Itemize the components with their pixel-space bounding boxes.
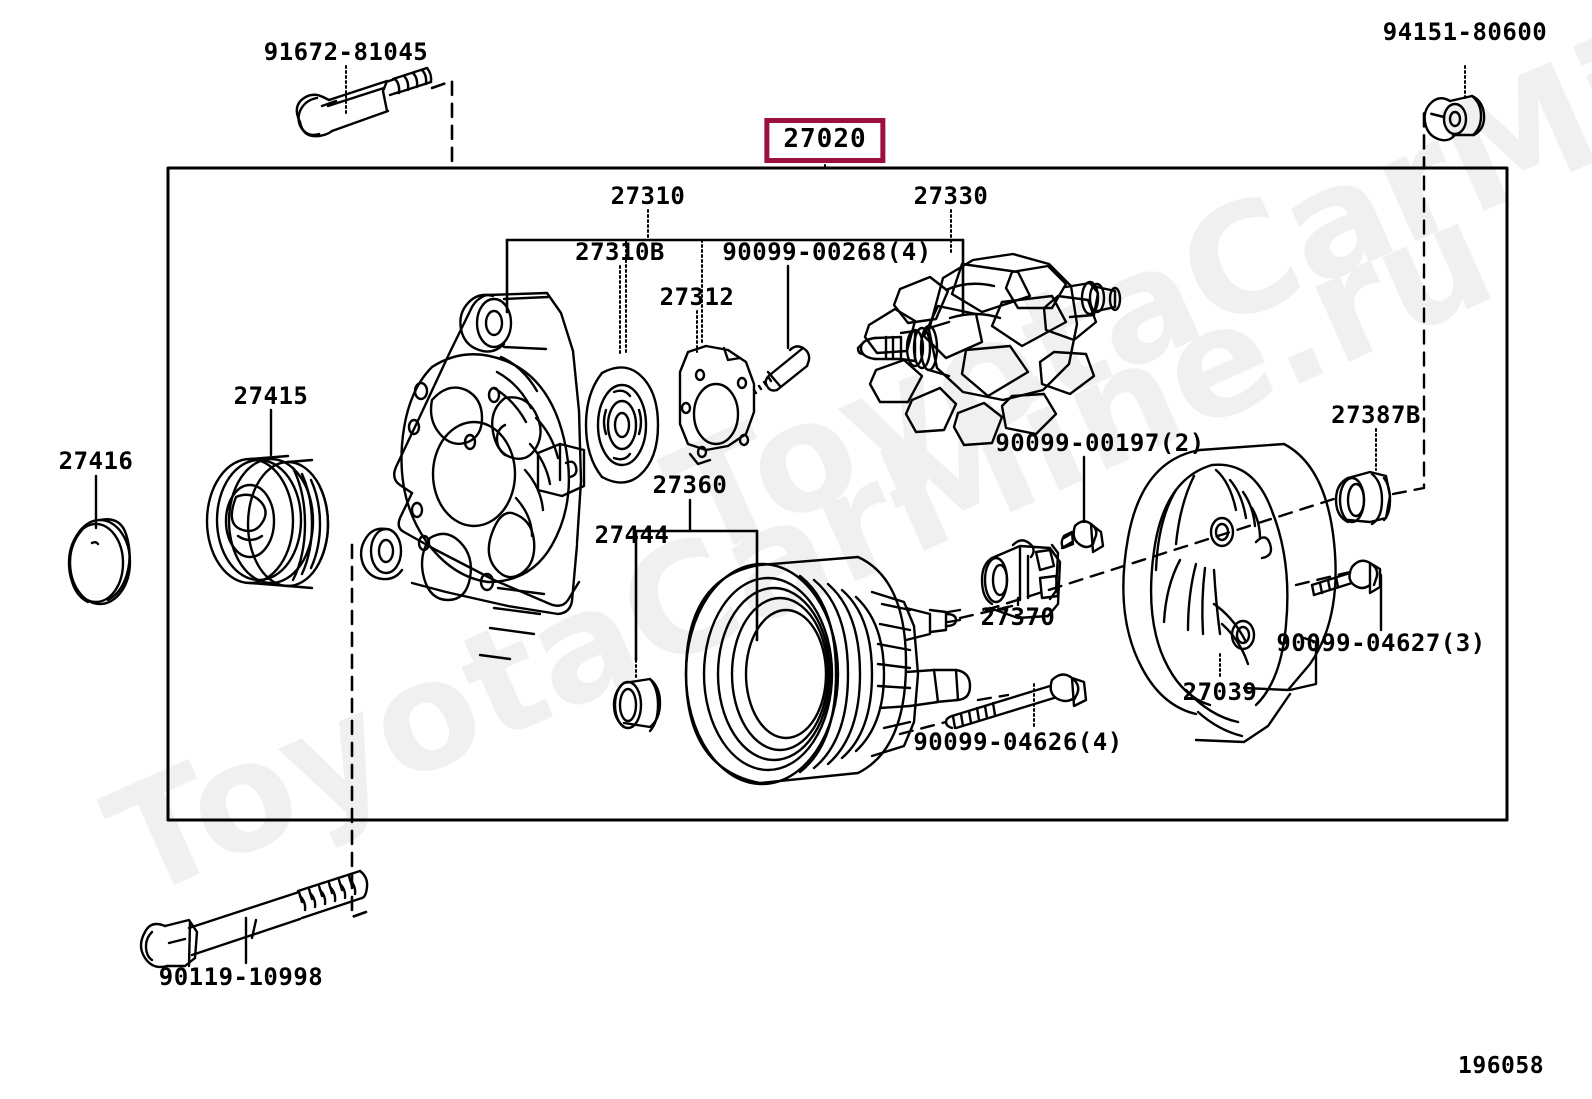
part-art-90099-04627-bolt: [1310, 559, 1383, 632]
part-label-90099-00268[interactable]: 90099-00268(4): [722, 238, 932, 266]
part-label-27370[interactable]: 27370: [980, 603, 1056, 631]
part-art-90119-10998-bolt: [139, 869, 369, 969]
part-art-27330-rotor: [856, 209, 1122, 447]
part-label-27310[interactable]: 27310: [610, 182, 686, 210]
part-art-27039-cover: [1122, 442, 1337, 744]
part-label-94151-80600[interactable]: 94151-80600: [1382, 18, 1548, 46]
dashed-route-04626: [898, 720, 948, 736]
dashed-route-90119: [350, 538, 368, 919]
part-label-91672-81045[interactable]: 91672-81045: [263, 38, 429, 66]
part-art-27416-cap: [67, 474, 132, 606]
part-label-27039[interactable]: 27039: [1182, 678, 1258, 706]
part-label-27416[interactable]: 27416: [58, 447, 134, 475]
part-label-90099-04626[interactable]: 90099-04626(4): [913, 728, 1123, 756]
part-label-27360[interactable]: 27360: [652, 471, 728, 499]
part-label-90119-10998[interactable]: 90119-10998: [158, 963, 324, 991]
part-label-27330[interactable]: 27330: [913, 182, 989, 210]
dashed-route-27370: [958, 604, 1014, 702]
dashed-route-94151: [1422, 110, 1446, 170]
assembly-frame: [166, 166, 1509, 822]
part-label-90099-00197[interactable]: 90099-00197(2): [995, 429, 1205, 457]
part-art-27312-plate: [678, 344, 756, 466]
part-art-27310B-bearing: [584, 366, 660, 484]
part-label-27444[interactable]: 27444: [594, 521, 670, 549]
part-art-27387B-bush: [1334, 428, 1392, 526]
part-label-27312[interactable]: 27312: [659, 283, 735, 311]
part-art-27360-stator: [684, 555, 972, 786]
part-art-27310-housing: [359, 291, 586, 661]
diagram-sheet-number: 196058: [1458, 1053, 1545, 1079]
part-label-27310B[interactable]: 27310B: [575, 238, 665, 266]
part-art-27370-connector: [980, 539, 1062, 620]
bracket-27360: [634, 529, 759, 662]
dashed-route-91672: [430, 79, 454, 170]
highlighted-part-number-27020[interactable]: 27020: [764, 118, 886, 164]
dashed-route-27387B: [1391, 168, 1426, 496]
leader-27310: [625, 209, 703, 356]
part-art-94151-80600: [1423, 94, 1486, 142]
part-art-27415-pulley: [205, 408, 330, 590]
part-art-90099-00268-screw: [752, 345, 811, 395]
part-art-90099-00197-screw: [1060, 455, 1105, 554]
part-art-91672-81045: [295, 66, 433, 138]
part-label-27387B[interactable]: 27387B: [1331, 401, 1421, 429]
part-label-90099-04627[interactable]: 90099-04627(3): [1276, 629, 1486, 657]
part-art-90099-04626-bolt: [944, 673, 1088, 730]
part-art-27444-collar: [612, 677, 662, 733]
part-label-27415[interactable]: 27415: [233, 382, 309, 410]
dashed-centerline: [984, 495, 1352, 612]
